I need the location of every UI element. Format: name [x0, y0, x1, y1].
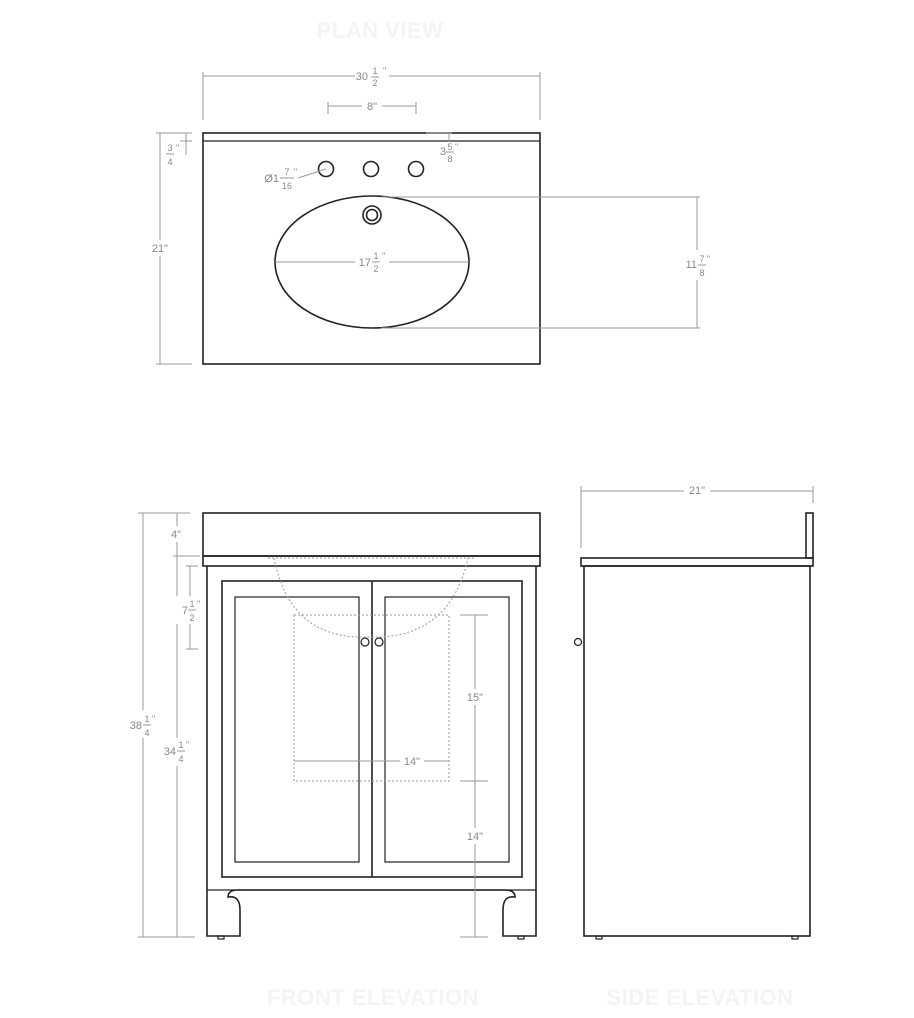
side-door-knob: [573, 637, 583, 647]
front-foot-left: [217, 935, 225, 940]
right-door-knob: [374, 637, 384, 647]
dim-plan-width: 30 1 2 ": [202, 66, 541, 120]
left-door-knob: [360, 637, 370, 647]
dim-label: 21": [689, 485, 705, 497]
dim-num: 7: [284, 167, 289, 177]
dim-faucet-setback: 3 5 8 ": [426, 132, 458, 164]
dim-num: 5: [447, 142, 452, 152]
dim-bowl-depth: 11 7 8 ": [381, 196, 712, 329]
dim-label: 3: [440, 146, 446, 158]
dim-num: 1: [372, 66, 377, 76]
side-cabinet-body: [583, 565, 811, 937]
faucet-hole-center: [362, 160, 380, 178]
plan-countertop-outline: [202, 132, 541, 365]
side-elevation-title: SIDE ELEVATION: [606, 985, 793, 1010]
hidden-plumbing-area: [293, 614, 450, 782]
dim-den: 2: [189, 613, 194, 623]
hidden-basin: [273, 557, 469, 638]
front-elevation-title: FRONT ELEVATION: [267, 985, 479, 1010]
dim-den: 2: [372, 78, 377, 88]
dim-den: 8: [447, 154, 452, 164]
dim-label: 14": [404, 756, 420, 768]
dim-den: 16: [282, 181, 292, 191]
side-foot-back: [791, 935, 799, 940]
dim-label: Ø1: [264, 173, 279, 185]
dim-plumbing-width: 14": [294, 753, 449, 769]
side-backsplash: [805, 512, 814, 559]
faucet-hole-left: [317, 160, 335, 178]
dim-label: 38: [130, 720, 142, 732]
dim-label: 11: [686, 259, 697, 271]
dim-num: 1: [189, 599, 194, 609]
dim-den: 8: [699, 268, 704, 278]
dim-num: 1: [373, 251, 378, 261]
right-door-panel: [384, 596, 510, 863]
dim-unit: ": [186, 740, 189, 750]
faucet-hole-right: [407, 160, 425, 178]
dim-label: 30: [356, 71, 368, 83]
dim-label: 17: [359, 257, 371, 269]
dim-label: 21": [152, 243, 168, 255]
front-elevation: FRONT ELEVATION 38 1: [126, 512, 541, 1010]
dim-label: 14": [467, 831, 483, 843]
dim-label: 15": [467, 692, 483, 704]
side-countertop: [580, 557, 814, 567]
dim-den: 4: [167, 157, 172, 167]
dim-unit: ": [152, 714, 155, 724]
plan-view: PLAN VIEW 30 1 2 " 8": [148, 18, 712, 365]
side-foot-front: [595, 935, 603, 940]
dim-unit: ": [294, 167, 297, 177]
dim-label: 7: [182, 605, 188, 617]
dim-den: 2: [373, 264, 378, 274]
dim-unit: ": [455, 142, 458, 152]
dim-label: 34: [164, 746, 176, 758]
dim-bowl-drop: 7 1 2 ": [176, 565, 202, 650]
dim-unit: ": [707, 254, 710, 264]
front-countertop: [202, 555, 541, 567]
dim-num: 1: [144, 714, 149, 724]
overflow-drain-outer: [362, 205, 382, 225]
overflow-drain-inner: [365, 208, 379, 222]
dim-faucet-spread: 8": [327, 98, 417, 114]
side-elevation: SIDE ELEVATION 21": [573, 482, 814, 1010]
dim-plumbing-height: 15": [460, 614, 488, 782]
dim-num: 3: [167, 143, 172, 153]
front-foot-right: [517, 935, 525, 940]
dim-side-depth: 21": [580, 482, 814, 548]
dim-den: 4: [178, 754, 183, 764]
dim-bowl-width: 17 1 2 ": [275, 251, 469, 274]
dim-overall-height: 38 1 4 ": [126, 512, 195, 938]
dim-backsplash-height: 4": [166, 513, 186, 556]
plan-view-title: PLAN VIEW: [317, 18, 444, 43]
dim-unit: ": [382, 251, 385, 261]
front-backsplash: [202, 512, 541, 557]
dim-unit: ": [176, 143, 179, 153]
dim-num: 7: [699, 254, 704, 264]
dim-faucet-hole: Ø1 7 16 ": [264, 167, 327, 191]
dim-den: 4: [144, 728, 149, 738]
dim-label: 8": [367, 101, 377, 113]
left-door-panel: [234, 596, 360, 863]
dim-plan-depth: 21": [148, 132, 192, 365]
dim-label: 4": [171, 529, 181, 541]
dim-unit: ": [383, 66, 386, 76]
dim-num: 1: [178, 740, 183, 750]
dim-floor-clearance: 14": [460, 781, 488, 938]
dim-backsplash-thickness: 3 4 ": [166, 132, 192, 167]
dim-unit: ": [197, 599, 200, 609]
